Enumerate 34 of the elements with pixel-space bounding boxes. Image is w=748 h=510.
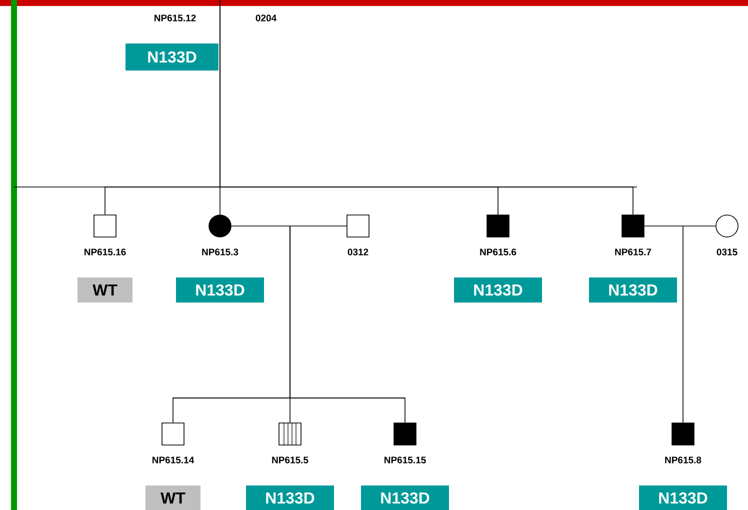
pedigree-square [672,422,694,446]
id-label: 0312 [348,248,368,256]
genotype-badge: WT [78,278,132,302]
id-label: NP615.6 [480,248,516,256]
id-label: NP615.8 [665,456,702,464]
pedigree-square [94,214,116,238]
id-label: NP615.3 [202,248,238,256]
genotype-badge: N133D [176,278,264,302]
genotype-badge: N133D [126,44,218,70]
pedigree-line [220,0,634,215]
genotype-badge: WT [146,486,200,510]
pedigree-square [346,214,370,238]
pedigree-square [162,422,184,446]
pedigree-line [682,226,684,423]
id-label: 0204 [256,14,277,22]
id-label: NP615.12 [154,14,196,22]
id-label: NP615.5 [272,456,308,464]
id-label: NP615.14 [152,456,194,464]
genotype-badge: N133D [361,486,449,510]
genotype-badge: N133D [639,486,727,510]
pedigree-square [486,214,510,238]
id-label: 0315 [716,248,738,256]
pedigree-circle [208,214,232,238]
pedigree-square [278,422,302,446]
pedigree-line [290,226,406,423]
pedigree-square [622,214,644,238]
id-label: NP615.16 [84,248,126,256]
id-label: NP615.15 [384,456,426,464]
id-label: NP615.7 [615,248,652,256]
pedigree-square [394,422,416,446]
genotype-badge: N133D [246,486,334,510]
genotype-badge: N133D [454,278,542,302]
genotype-badge: N133D [589,278,677,302]
pedigree-circle [716,214,738,238]
